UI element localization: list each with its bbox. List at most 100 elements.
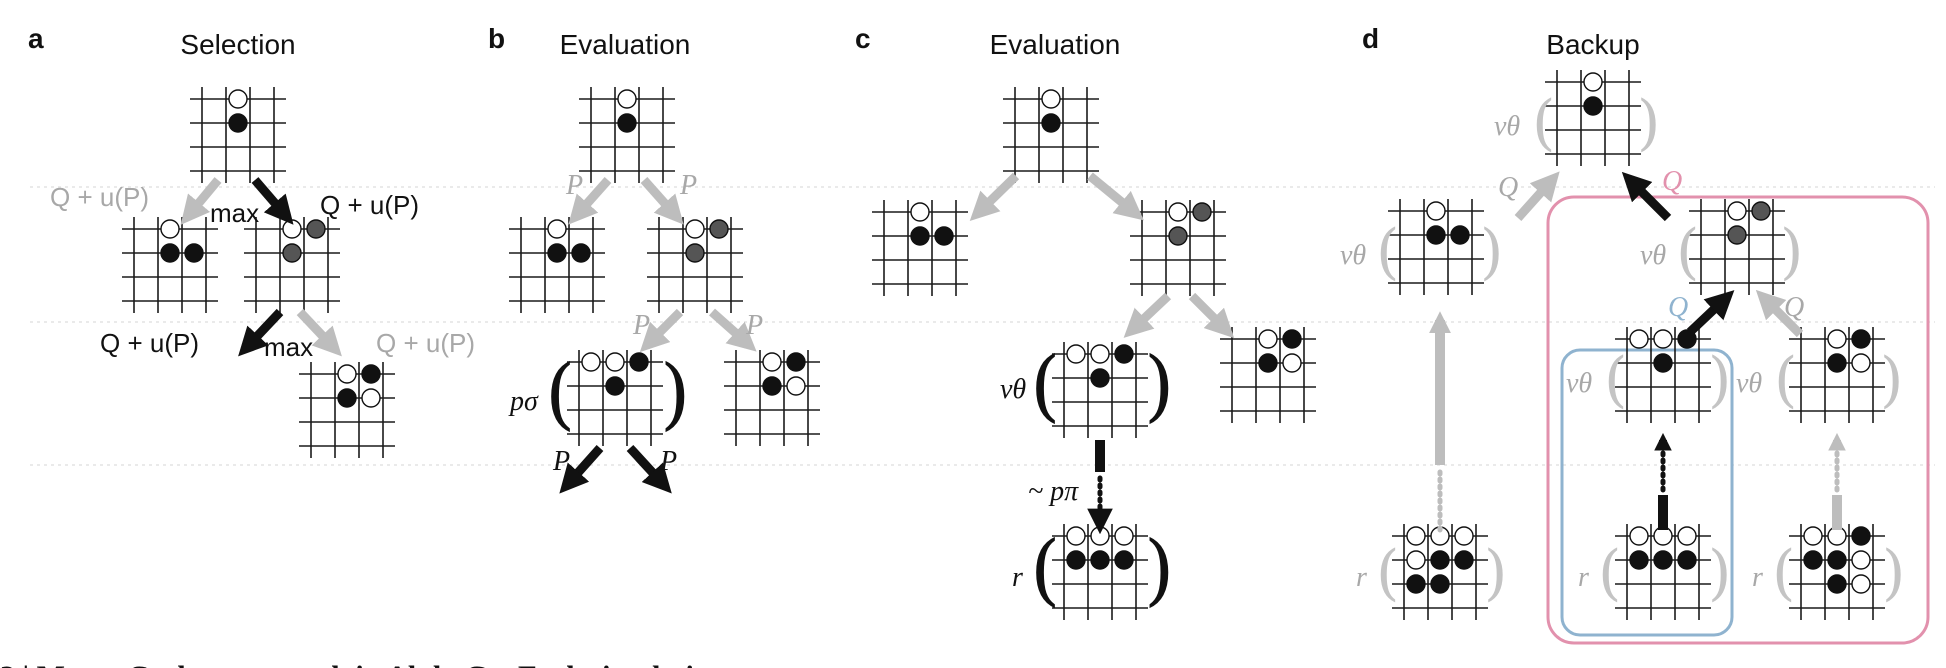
paren-d-mid-r: ) xyxy=(1780,217,1803,287)
board-d-rollout-1 xyxy=(1392,524,1488,620)
white-stone xyxy=(910,202,930,222)
black-stone xyxy=(1677,329,1697,349)
black-stone xyxy=(1430,574,1450,594)
label-r-d1: r xyxy=(1356,562,1367,593)
board-b-expanded xyxy=(567,350,663,446)
paren-d-vr-r: ) xyxy=(1880,345,1903,415)
q-arrow-pink-black xyxy=(1621,171,1672,222)
label-p-b2: P xyxy=(679,170,697,201)
arrow-b5 xyxy=(559,445,604,494)
board-a-leaf xyxy=(299,362,395,458)
black-stone xyxy=(1090,368,1110,388)
paren-d-vr-l: ( xyxy=(1774,345,1797,415)
white-stone xyxy=(361,388,381,408)
white-stone xyxy=(1803,526,1823,546)
board-c-right xyxy=(1220,327,1316,423)
white-stone xyxy=(1090,344,1110,364)
arrow-a-left xyxy=(180,177,222,225)
black-stone xyxy=(1430,550,1450,570)
black-stone xyxy=(1827,574,1847,594)
label-qu-a4: Q + u(P) xyxy=(376,328,475,358)
white-stone xyxy=(1454,526,1474,546)
white-stone xyxy=(617,89,637,109)
label-rollout-policy: ~ pπ xyxy=(1028,476,1079,507)
white-stone xyxy=(1629,329,1649,349)
panel-letter-c: c xyxy=(855,23,871,54)
paren-b-left: ( xyxy=(545,349,575,439)
paren-d-vl-r: ) xyxy=(1708,345,1731,415)
label-p-b3: P xyxy=(632,310,650,341)
black-stone xyxy=(786,352,806,372)
arrow-b3 xyxy=(639,308,684,353)
panel-selection: Q + u(P) max Q + u(P) Q + u(P) max Q + u… xyxy=(50,87,475,458)
backup-pink-box xyxy=(1546,195,1930,645)
black-stone xyxy=(1751,201,1771,221)
black-stone xyxy=(1406,574,1426,594)
paren-c1-right: ) xyxy=(1144,341,1174,431)
white-stone xyxy=(1827,329,1847,349)
paren-d-root-l: ( xyxy=(1532,88,1555,158)
paren-d-left-r: ) xyxy=(1480,217,1503,287)
label-p-sigma: pσ xyxy=(508,386,539,417)
board-d-value-right xyxy=(1789,327,1885,423)
label-r-d2: r xyxy=(1578,562,1589,593)
label-v-theta-d-mid: νθ xyxy=(1640,240,1666,271)
panel-letter-a: a xyxy=(28,23,44,54)
board-d-value-left xyxy=(1615,327,1711,423)
black-stone xyxy=(1827,550,1847,570)
white-stone xyxy=(1041,89,1061,109)
paren-d-r2-l: ( xyxy=(1598,538,1621,608)
board-d-mid xyxy=(1689,199,1785,295)
black-stone xyxy=(361,364,381,384)
paren-d-r1-l: ( xyxy=(1376,538,1399,608)
panel-title-expansion: Evaluation xyxy=(560,29,691,60)
label-max-a1: max xyxy=(210,198,259,228)
label-qu-a3: Q + u(P) xyxy=(100,328,199,358)
white-stone xyxy=(1677,526,1697,546)
white-stone xyxy=(1727,201,1747,221)
white-stone xyxy=(1851,574,1871,594)
black-stone xyxy=(160,243,180,263)
white-stone xyxy=(1629,526,1649,546)
label-r-c: r xyxy=(1012,562,1023,593)
paren-d-r2-r: ) xyxy=(1708,538,1731,608)
black-stone xyxy=(709,219,729,239)
black-stone xyxy=(1827,353,1847,373)
white-stone xyxy=(1282,353,1302,373)
arrow-a-max xyxy=(251,177,294,225)
board-b-mid xyxy=(647,217,743,313)
label-v-theta-d-root: νθ xyxy=(1494,111,1520,142)
label-max-a2: max xyxy=(264,332,313,362)
level-guides xyxy=(30,186,1935,466)
white-stone xyxy=(786,376,806,396)
white-stone xyxy=(282,219,302,239)
paren-d-r3-l: ( xyxy=(1772,538,1795,608)
board-d-rollout-2 xyxy=(1615,524,1711,620)
arrow-c2 xyxy=(1087,172,1144,221)
black-stone xyxy=(910,226,930,246)
black-stone xyxy=(1454,550,1474,570)
white-stone xyxy=(228,89,248,109)
black-stone xyxy=(1192,202,1212,222)
white-stone xyxy=(1168,202,1188,222)
arrow-b4 xyxy=(709,308,757,352)
panel-backup: Q Q Q Q νθ ( ) νθ ( ) νθ ( ) νθ ( ) νθ (… xyxy=(1340,70,1930,645)
black-stone xyxy=(629,352,649,372)
white-stone xyxy=(547,219,567,239)
label-q-grey-right: Q xyxy=(1784,292,1804,323)
label-p-b4: P xyxy=(745,310,763,341)
label-qu-a2: Q + u(P) xyxy=(320,190,419,220)
black-stone xyxy=(228,113,248,133)
label-q-pink: Q xyxy=(1662,166,1682,197)
paren-d-left-l: ( xyxy=(1376,217,1399,287)
arrow-a-right2 xyxy=(296,308,342,357)
black-stone xyxy=(1168,226,1188,246)
paren-c1-left: ( xyxy=(1030,341,1060,431)
black-stone xyxy=(1114,550,1134,570)
backup-blue-box xyxy=(1560,348,1734,637)
paren-d-mid-l: ( xyxy=(1676,217,1699,287)
black-stone xyxy=(1090,550,1110,570)
white-stone xyxy=(1583,72,1603,92)
label-p-b1: P xyxy=(565,170,583,201)
